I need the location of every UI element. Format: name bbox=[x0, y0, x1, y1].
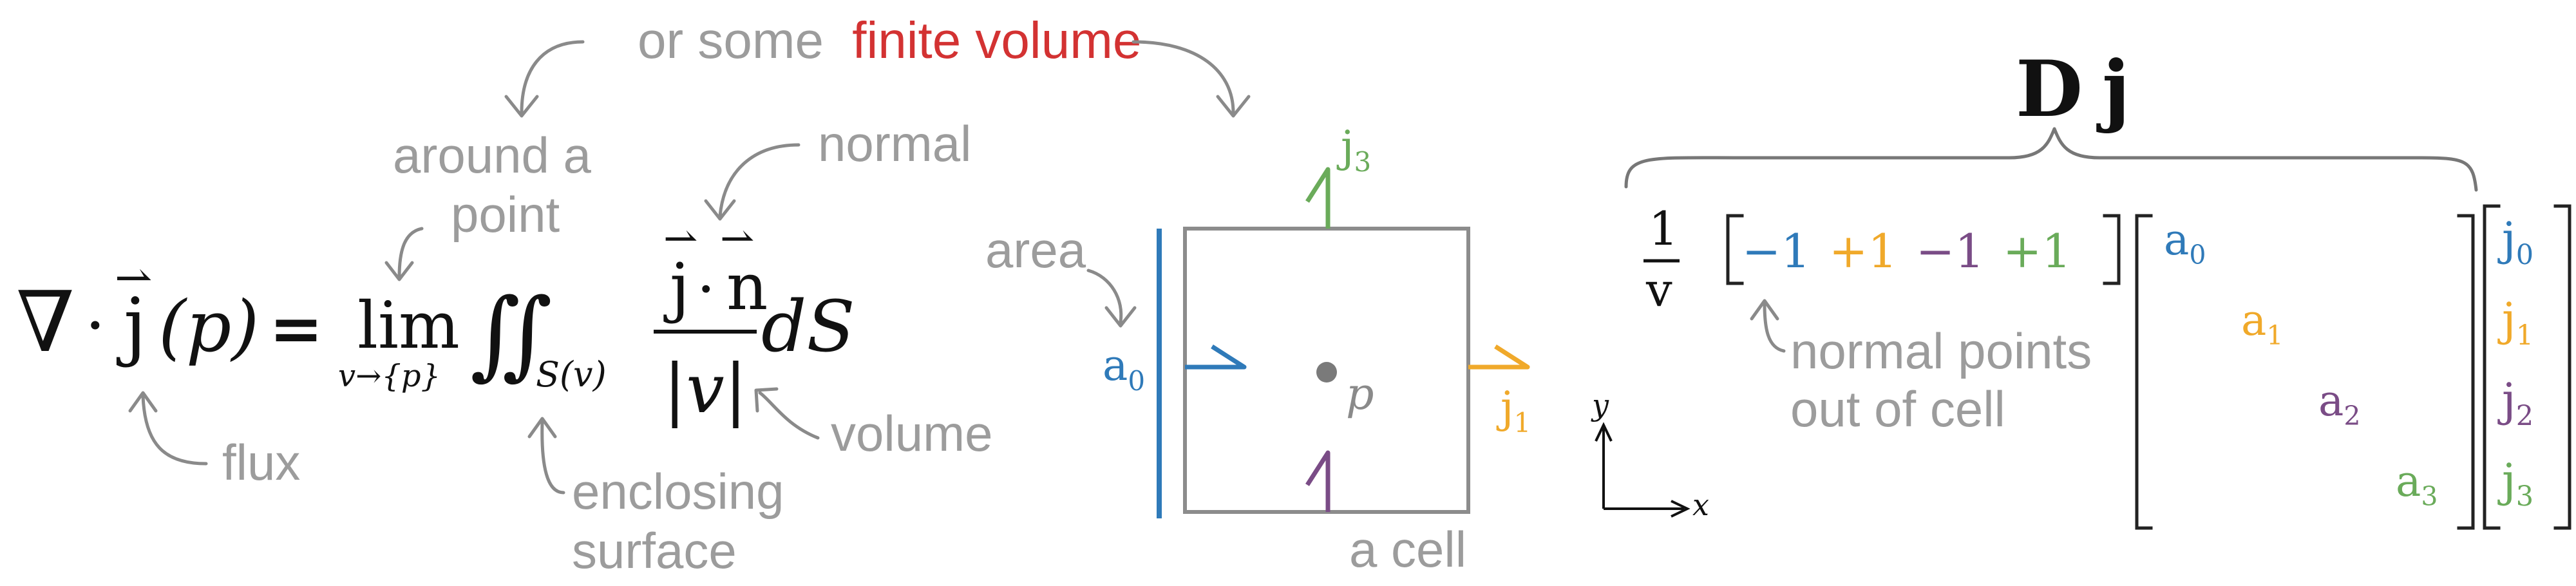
label-out-of-cell: out of cell bbox=[1790, 381, 2005, 437]
j-vector-entries: j0 j1 j2 j3 bbox=[2497, 213, 2533, 513]
callout-arrow-right bbox=[1132, 40, 1235, 115]
eq-dS: dS bbox=[761, 285, 855, 368]
diag-matrix-entry: a2 bbox=[2318, 376, 2360, 431]
row-vector-bracket-left bbox=[1726, 214, 1744, 285]
j-vector-entry: j2 bbox=[2497, 373, 2533, 432]
eq-frac-num-j-arrow: ⇀ bbox=[663, 215, 698, 263]
header-annotation: or some finite volume bbox=[638, 12, 1141, 69]
cell-label-a0: a0 bbox=[1103, 341, 1145, 397]
eq-frac-num-n: n bbox=[726, 249, 768, 325]
diag-matrix-entry: a0 bbox=[2164, 215, 2206, 270]
diag-matrix-bracket-left bbox=[2135, 214, 2153, 530]
callout-arrow-point-head bbox=[384, 261, 414, 281]
header-lead: or some bbox=[638, 12, 824, 69]
eq-frac-num-dot: · bbox=[697, 256, 715, 323]
diag-matrix-entry: a3 bbox=[2396, 457, 2438, 512]
label-volume: volume bbox=[831, 405, 992, 462]
eq-frac-den: |v| bbox=[663, 350, 747, 428]
row-vector-bracket-right bbox=[2103, 214, 2121, 285]
callout-arrow-normal-head bbox=[704, 199, 736, 221]
eq-nabla: ∇ bbox=[16, 273, 75, 371]
callout-arrow-left-head bbox=[504, 95, 539, 118]
callout-arrow-area-head bbox=[1104, 306, 1137, 328]
flux-arrow-j2 bbox=[1305, 450, 1331, 512]
header-highlight: finite volume bbox=[852, 12, 1141, 69]
cell-label-j3: j3 bbox=[1336, 122, 1371, 178]
eq-lim-sub: v→{p} bbox=[338, 358, 440, 394]
eq-frac-num-n-arrow: ⇀ bbox=[720, 215, 755, 263]
axis-x-label: x bbox=[1692, 487, 1709, 522]
callout-arrow-volume bbox=[758, 391, 820, 440]
row-vector-entry: +1 bbox=[2003, 224, 2071, 278]
j-vector-bracket-left bbox=[2483, 204, 2501, 530]
label-flux: flux bbox=[222, 434, 300, 491]
flux-arrow-j3 bbox=[1305, 167, 1331, 229]
eq-dot: · bbox=[85, 288, 106, 363]
matrix-brace bbox=[1624, 127, 2478, 192]
j-vector-bracket-right bbox=[2553, 204, 2571, 530]
callout-arrow-volume-head bbox=[754, 387, 779, 413]
callout-arrow-normal bbox=[718, 143, 800, 218]
eq-surface-sub: S(v) bbox=[536, 354, 607, 395]
label-area: area bbox=[985, 222, 1086, 278]
callout-arrow-surface bbox=[540, 420, 565, 495]
row-vector-entry: −1 bbox=[1742, 224, 1810, 278]
label-point: point bbox=[451, 186, 560, 243]
j-vector-entry: j0 bbox=[2497, 213, 2533, 271]
diag-matrix-entries: a0 a1 a2 a3 bbox=[2164, 215, 2438, 512]
label-surface: surface bbox=[572, 522, 737, 579]
row-vector-entries: −1 +1 −1 +1 bbox=[1742, 224, 2071, 278]
cell-center-point bbox=[1316, 362, 1337, 383]
diag-matrix-bracket-right bbox=[2457, 214, 2475, 530]
eq-integral: ∬ bbox=[470, 278, 553, 390]
axis-y-head bbox=[1595, 422, 1613, 442]
label-around-a: around a bbox=[393, 127, 592, 184]
callout-arrow-area bbox=[1086, 269, 1123, 324]
row-vector-entry: +1 bbox=[1829, 224, 1897, 278]
callout-arrow-flux-head bbox=[128, 391, 158, 413]
label-normal: normal bbox=[818, 115, 971, 172]
callout-arrow-point bbox=[397, 227, 424, 279]
callout-arrow-normal-points-head bbox=[1750, 299, 1779, 321]
label-normal-points: normal points bbox=[1790, 323, 2092, 379]
eq-equals: = bbox=[269, 290, 323, 366]
matrix-frac-den: v bbox=[1645, 263, 1672, 317]
flux-arrow-j1 bbox=[1468, 345, 1530, 370]
eq-lim: lim bbox=[357, 288, 460, 363]
cell-label-p: p bbox=[1346, 369, 1374, 420]
eq-j-vector-arrow: ⇀ bbox=[115, 251, 153, 304]
label-enclosing: enclosing bbox=[572, 463, 784, 520]
row-vector-entry: −1 bbox=[1916, 224, 1984, 278]
callout-arrow-right-head bbox=[1216, 95, 1251, 118]
callout-arrow-left bbox=[520, 40, 585, 115]
j-vector-entry: j1 bbox=[2497, 293, 2533, 352]
j-vector-entry: j3 bbox=[2497, 454, 2533, 513]
axis-y-label: y bbox=[1591, 388, 1609, 422]
diag-matrix-entry: a1 bbox=[2241, 296, 2283, 351]
label-a-cell: a cell bbox=[1349, 521, 1466, 578]
eq-p-arg: (p) bbox=[158, 285, 259, 368]
cell-label-j1: j1 bbox=[1496, 383, 1531, 439]
callout-arrow-surface-head bbox=[527, 417, 557, 439]
matrix-frac-num: 1 bbox=[1649, 202, 1678, 256]
axis-x-head bbox=[1671, 500, 1690, 518]
callout-arrow-flux bbox=[141, 394, 208, 466]
flux-arrow-j0 bbox=[1185, 345, 1247, 370]
callout-arrow-normal-points bbox=[1763, 302, 1786, 353]
